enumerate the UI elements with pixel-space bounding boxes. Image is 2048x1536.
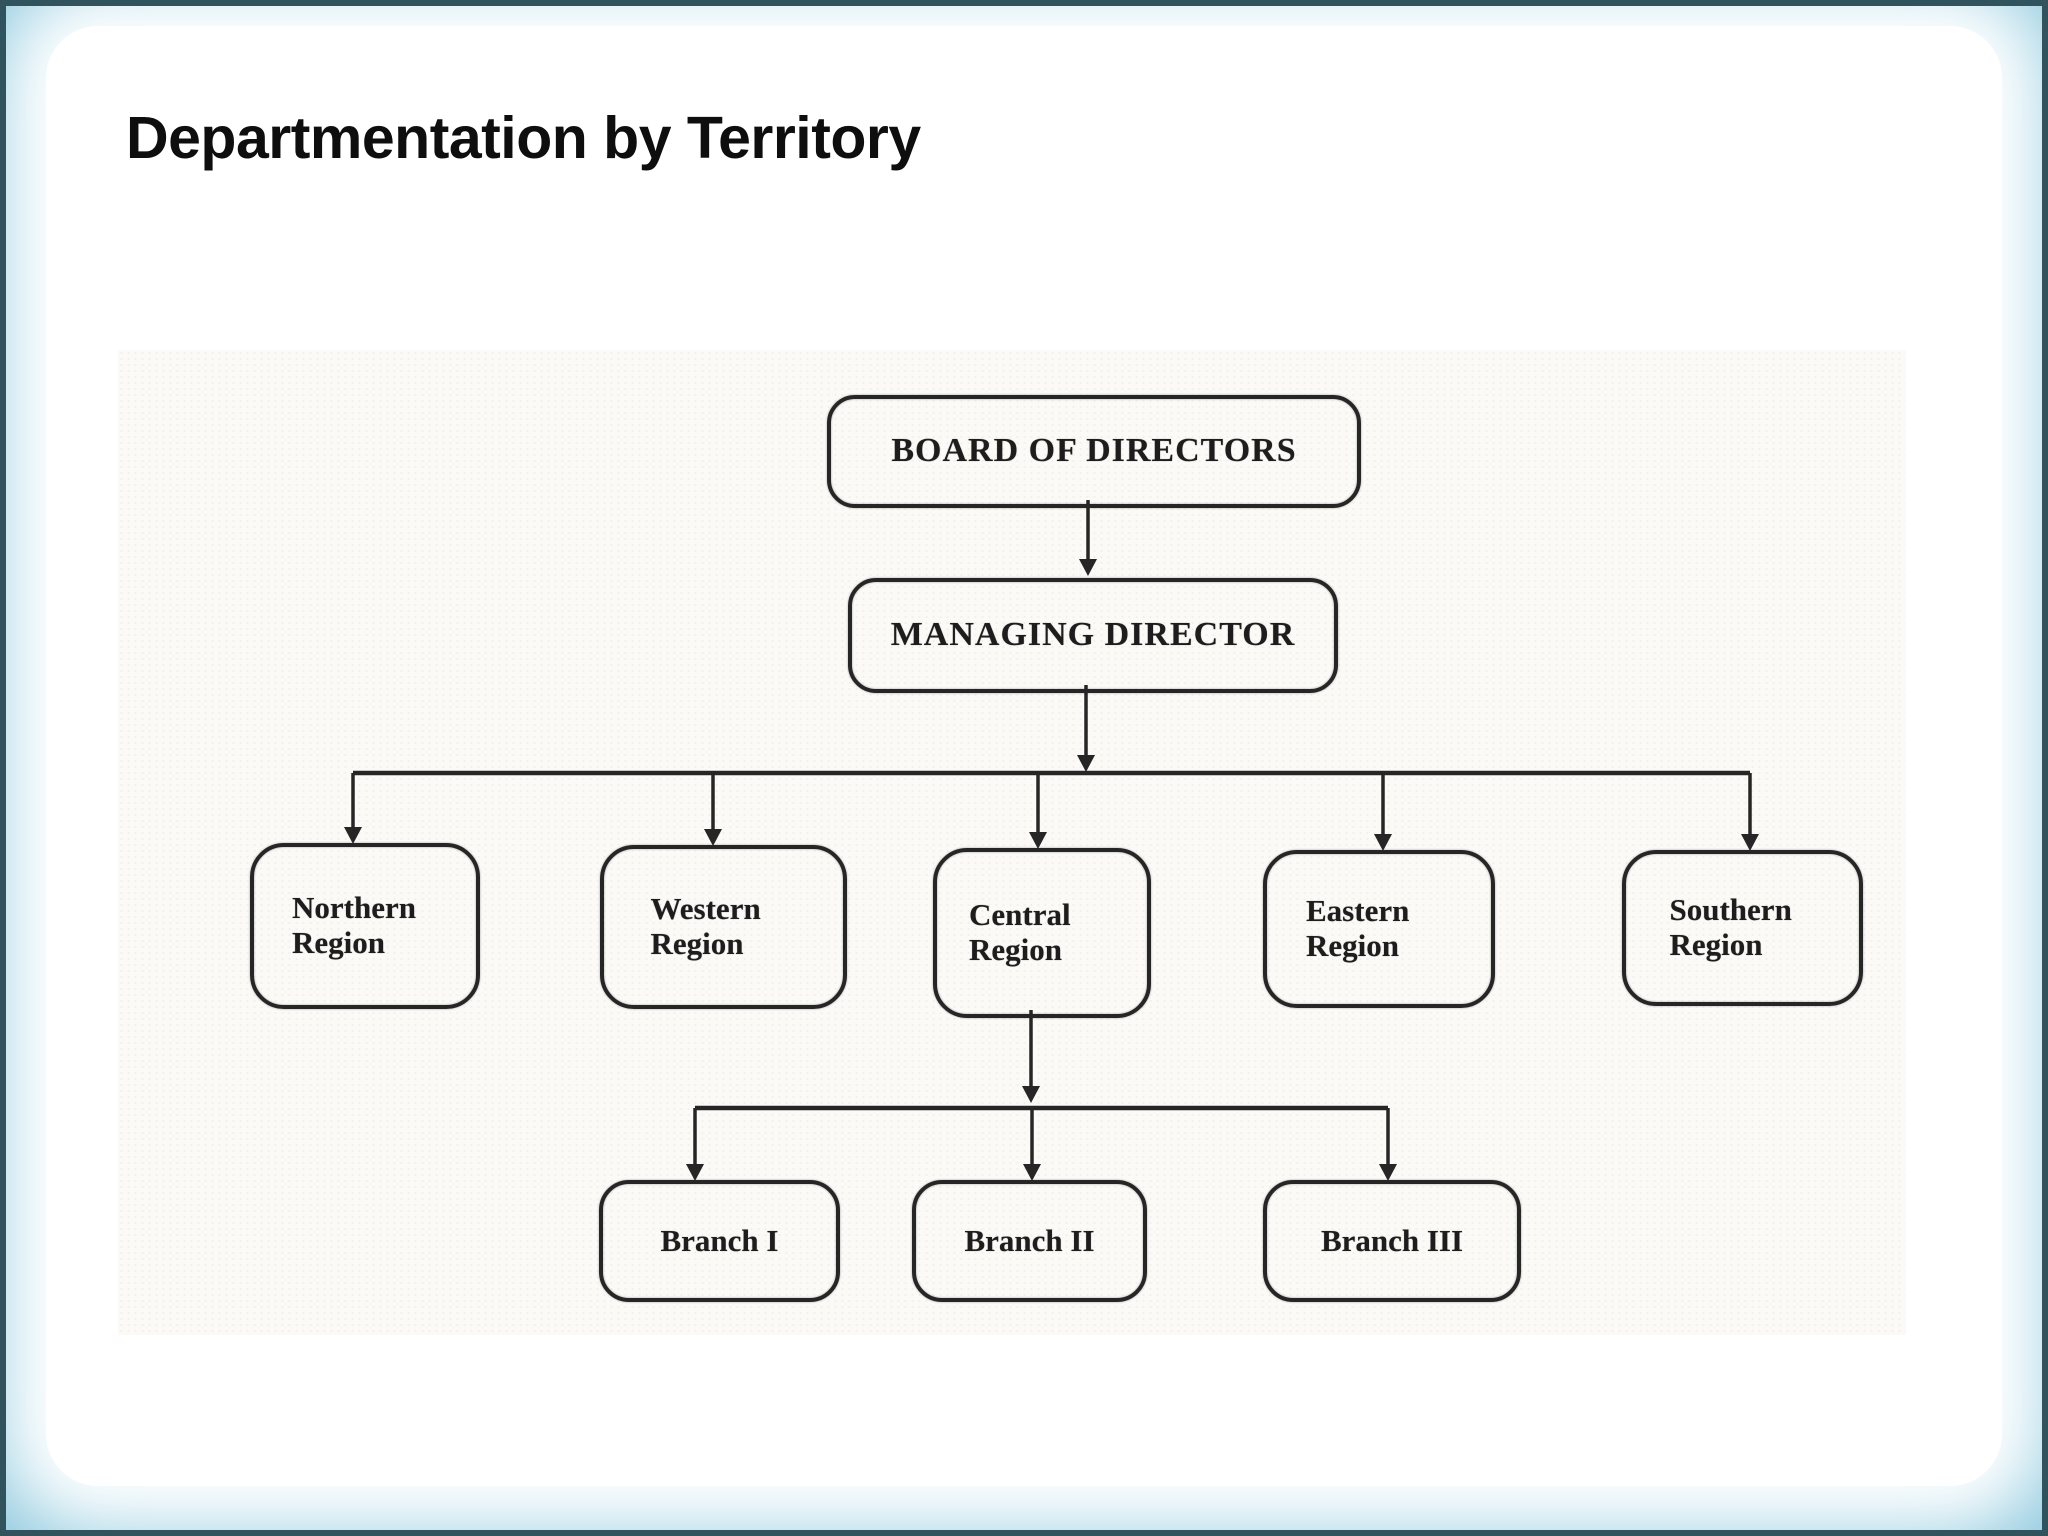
node-label: Central Region (969, 897, 1071, 967)
arrow-to-branch-3 (1379, 1108, 1397, 1181)
node-board-of-directors: BOARD OF DIRECTORS (827, 395, 1361, 508)
arrow-to-branch-1 (686, 1108, 704, 1181)
arrow-board-to-managing-director (1079, 500, 1097, 576)
arrow-managing-director-to-regions (1077, 685, 1095, 772)
node-branch-2: Branch II (912, 1180, 1147, 1302)
arrow-to-central-region (1029, 773, 1047, 849)
node-branch-1: Branch I (599, 1180, 840, 1302)
node-label: Eastern Region (1306, 893, 1410, 963)
arrow-central-region-to-branches (1022, 1010, 1040, 1103)
node-northern-region: Northern Region (250, 843, 480, 1009)
arrow-to-western-region (704, 773, 722, 846)
slide-title: Departmentation by Territory (126, 105, 921, 171)
node-managing-director: MANAGING DIRECTOR (848, 578, 1338, 693)
node-eastern-region: Eastern Region (1263, 850, 1495, 1008)
node-label: MANAGING DIRECTOR (890, 616, 1296, 654)
arrow-to-eastern-region (1374, 773, 1392, 851)
node-western-region: Western Region (600, 845, 847, 1009)
node-label: BOARD OF DIRECTORS (891, 432, 1297, 470)
node-label: Branch III (1320, 1222, 1464, 1258)
arrow-to-branch-2 (1023, 1108, 1041, 1181)
arrow-to-southern-region (1741, 773, 1759, 851)
node-label: Branch II (964, 1222, 1095, 1258)
node-branch-3: Branch III (1263, 1180, 1521, 1302)
node-label: Branch I (660, 1222, 779, 1258)
node-label: Northern Region (292, 890, 416, 960)
arrow-to-northern-region (344, 773, 362, 844)
node-southern-region: Southern Region (1622, 850, 1863, 1006)
node-central-region: Central Region (933, 848, 1151, 1018)
org-chart-figure-background (118, 350, 1906, 1335)
node-label: Southern Region (1669, 892, 1792, 962)
node-label: Western Region (650, 891, 761, 961)
